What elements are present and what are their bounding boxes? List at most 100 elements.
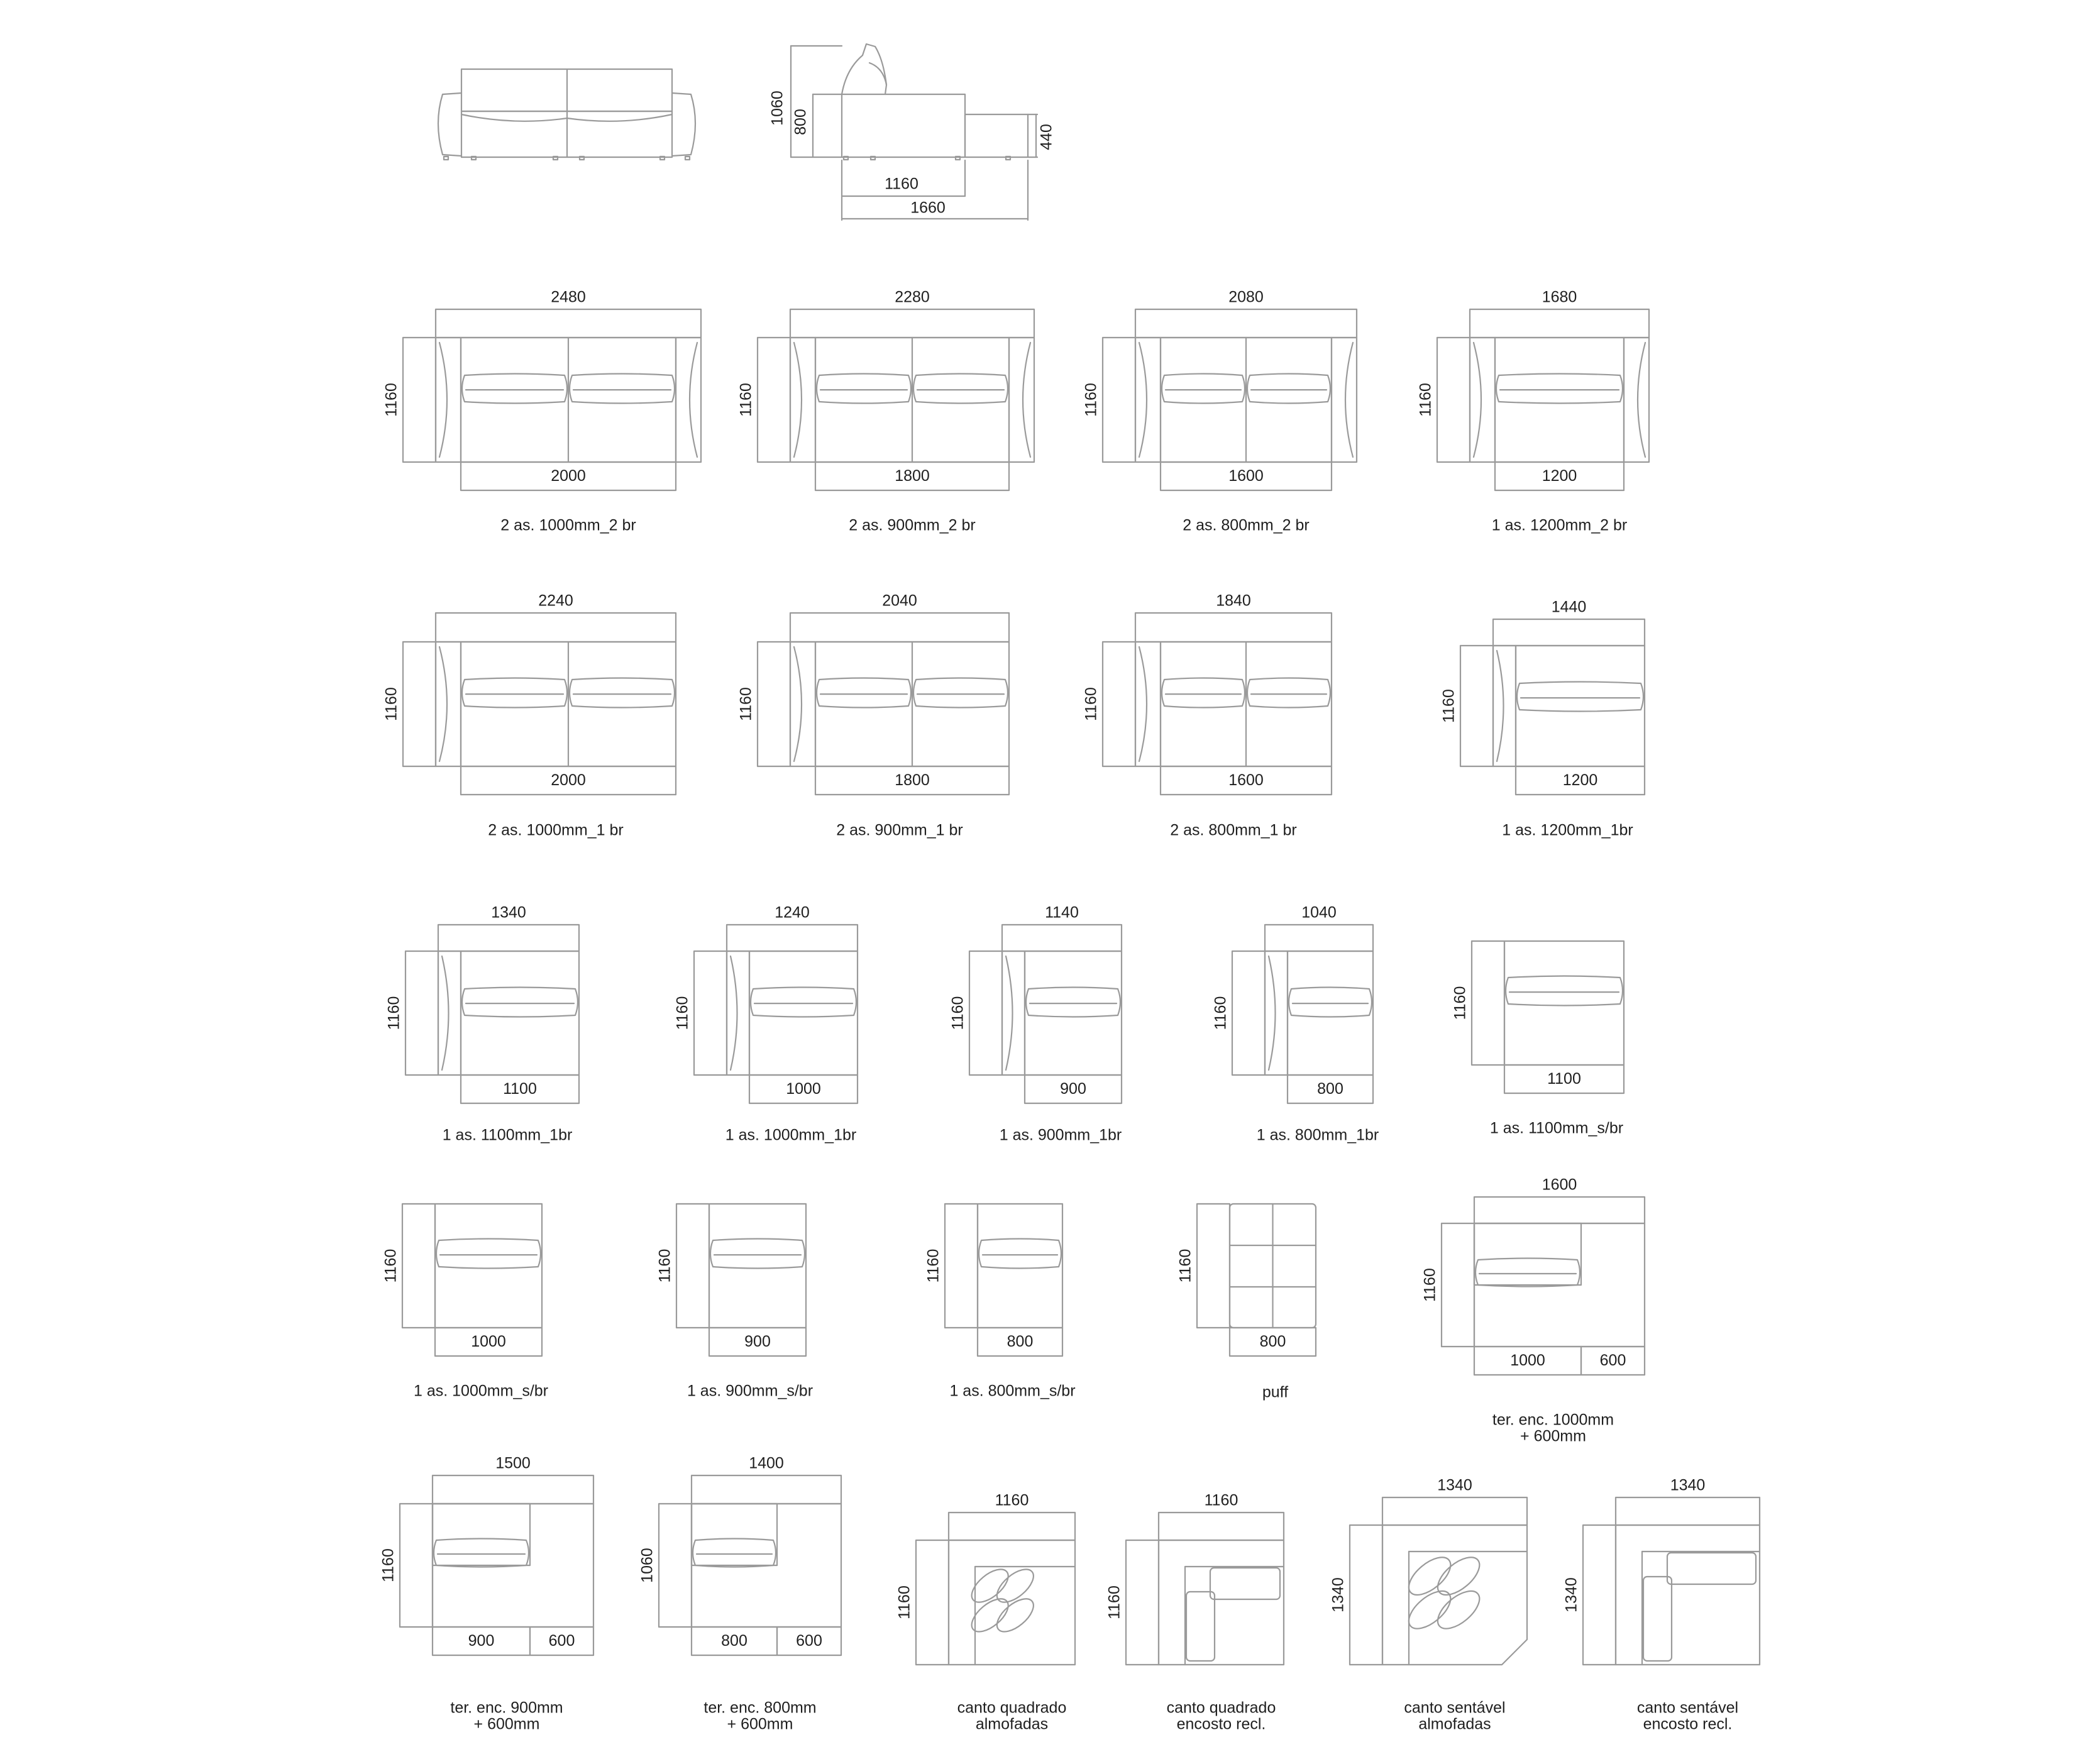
side-dimension-label: 1160	[656, 1249, 674, 1283]
side-dimension-label: 1160	[1083, 687, 1100, 721]
top-dimension-label: 1680	[1542, 289, 1577, 306]
bottom-dimension-label: 2000	[551, 771, 586, 789]
top-dimension-box	[1469, 308, 1650, 339]
bottom-dimension-label: 1200	[1542, 467, 1577, 485]
top-dimension-label: 1500	[495, 1455, 531, 1472]
backrest-cushion	[461, 677, 568, 708]
top-dimension-label: 1340	[491, 904, 526, 922]
bottom-dimension-box	[1286, 1074, 1374, 1105]
side-dimension-box	[401, 1203, 436, 1329]
front-elevation	[437, 68, 697, 161]
armrest-left	[434, 641, 462, 768]
bottom-dimension-label: 800	[1317, 1080, 1343, 1098]
side-dimension-label: 1160	[1417, 383, 1435, 417]
top-dimension-label: 1840	[1216, 592, 1251, 610]
side-dimension-label: 1160	[925, 1249, 942, 1283]
module-caption: + 600mm	[1520, 1428, 1586, 1445]
armrest-curve	[438, 646, 448, 763]
armrest-right	[1330, 336, 1358, 463]
headrest-detail	[868, 62, 888, 86]
top-dimension-label: 1400	[749, 1455, 784, 1472]
sofa-foot	[470, 155, 477, 161]
corner-frame	[947, 1539, 1076, 1666]
side-dimension-label: 1160	[380, 1548, 397, 1582]
armrest-curve	[1138, 646, 1148, 763]
corner-frame	[1614, 1524, 1761, 1666]
side-dimension-label: 1160	[949, 996, 967, 1030]
seat-frame	[1514, 644, 1646, 768]
bottom-dimension-label: 900	[744, 1333, 771, 1350]
corner-frame	[1157, 1539, 1285, 1666]
top-dimension-label: 1160	[1205, 1492, 1238, 1509]
module-caption: 1 as. 1000mm_s/br	[414, 1382, 548, 1400]
backrest-cushion	[568, 373, 676, 404]
backrest-cushion	[1288, 986, 1373, 1018]
armrest-left	[1492, 644, 1517, 768]
armrest-right	[671, 92, 697, 157]
seat-block	[841, 93, 966, 158]
bottom-dimension-label: 1000	[1510, 1352, 1545, 1369]
side-dimension-box	[658, 1502, 693, 1628]
scatter-cushion	[1437, 1590, 1481, 1629]
module-caption: 1 as. 800mm_s/br	[949, 1382, 1075, 1400]
top-dimension-box	[1492, 618, 1646, 647]
module-15: 1160 800 1 as. 800mm_s/br	[925, 1203, 1076, 1400]
module-caption: 2 as. 1000mm_2 br	[500, 517, 636, 534]
seat-frame	[1503, 940, 1625, 1066]
bottom-dimension-box	[529, 1626, 595, 1657]
seat-frame	[708, 1203, 807, 1329]
side-dimension-box	[1101, 641, 1137, 768]
top-dimension-label: 2040	[882, 592, 917, 610]
top-dimension-box	[690, 1474, 842, 1505]
module-caption: + 600mm	[727, 1716, 793, 1733]
bottom-dimension-label: 800	[1007, 1333, 1034, 1350]
backrest-cushion	[1161, 677, 1246, 708]
bottom-dimension-label: 1200	[1563, 771, 1598, 789]
sofa-foot	[578, 155, 585, 161]
side-dimension-label: 1160	[1452, 986, 1469, 1020]
bottom-dimension-label: 1000	[471, 1333, 506, 1350]
seat-frame	[1494, 336, 1625, 463]
side-dimension-label: 1160	[385, 996, 403, 1030]
top-dimension-label: 2080	[1228, 289, 1264, 306]
footrest-extension	[964, 113, 1029, 158]
armrest-curve	[441, 955, 450, 1071]
side-dimension-box	[402, 336, 437, 463]
module-caption: 1 as. 900mm_1br	[1000, 1127, 1122, 1144]
backrest-cushion	[1504, 975, 1624, 1006]
top-dimension-box	[1264, 923, 1374, 952]
bottom-dimension-box	[776, 1626, 842, 1657]
module-caption: 2 as. 800mm_1 br	[1170, 822, 1297, 839]
side-dimension-label: 1160	[1212, 996, 1230, 1030]
reclining-backrest	[1666, 1552, 1757, 1585]
module-caption: 1 as. 1200mm_2 br	[1492, 517, 1627, 534]
top-dimension-box	[725, 923, 859, 952]
bottom-dimension-label: 900	[1060, 1080, 1086, 1098]
backrest-cushion	[978, 1238, 1062, 1269]
module-caption: canto sentável	[1637, 1699, 1738, 1717]
top-dimension-box	[1134, 612, 1333, 643]
bottom-dimension-box	[976, 1326, 1064, 1357]
side-dimension-label: 1160	[1083, 383, 1100, 417]
top-dimension-label: 2240	[538, 592, 573, 610]
backrest-cushion	[1516, 681, 1645, 712]
side-dimension-label: 1160	[383, 383, 400, 417]
armrest-curve	[688, 341, 698, 458]
bottom-dimension-label: 600	[796, 1632, 822, 1650]
module-caption: 2 as. 900mm_1 br	[836, 822, 963, 839]
side-dimension-box	[1470, 940, 1506, 1066]
backrest-cushion	[1246, 373, 1332, 404]
seat-frame	[1023, 950, 1123, 1076]
module-caption: 1 as. 1200mm_1br	[1502, 822, 1633, 839]
module-caption: canto quadrado	[957, 1699, 1067, 1717]
armrest-curve	[1636, 341, 1646, 458]
armrest-curve	[1496, 649, 1504, 763]
side-dimension-box	[1582, 1524, 1617, 1666]
backrest-block	[431, 1502, 531, 1567]
